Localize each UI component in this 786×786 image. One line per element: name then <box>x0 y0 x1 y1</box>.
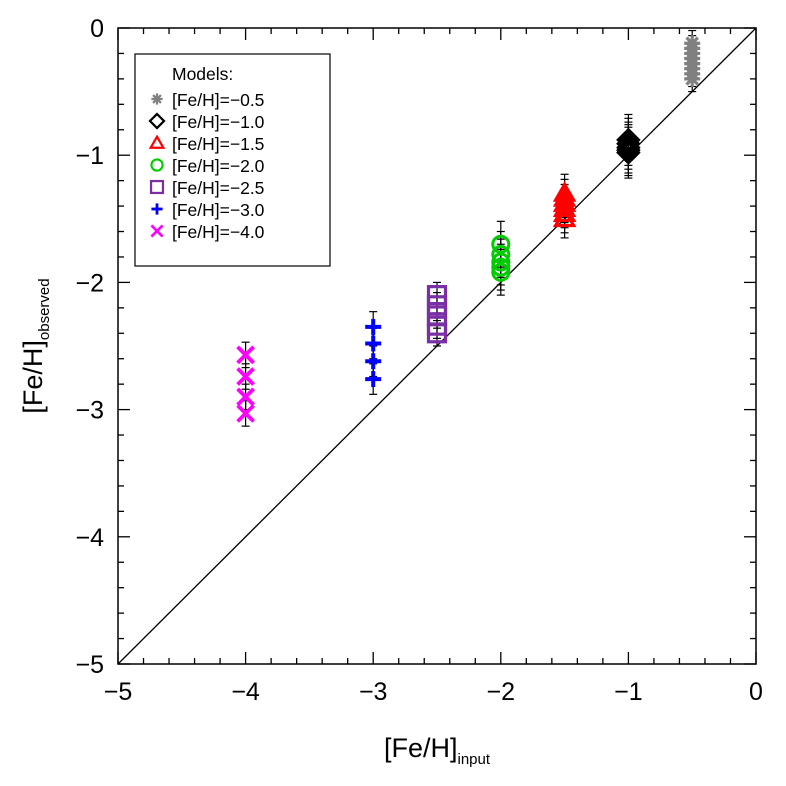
y-tick-label: −3 <box>75 397 104 425</box>
legend-item-label: [Fe/H]=−1.0 <box>172 112 265 132</box>
x-axis-label: [Fe/H]input <box>384 733 491 768</box>
y-tick-label: −5 <box>75 651 104 679</box>
data-point <box>552 196 577 217</box>
legend-item-label: [Fe/H]=−2.0 <box>172 156 265 176</box>
data-point <box>236 404 255 423</box>
data-point <box>552 201 577 223</box>
y-tick-label: 0 <box>90 15 104 43</box>
data-point <box>236 345 255 365</box>
y-tick-label: −4 <box>75 524 104 552</box>
data-point <box>148 112 166 130</box>
x-tick-label: −3 <box>359 678 388 706</box>
legend-item: [Fe/H]=−3.0 <box>151 200 265 220</box>
data-point <box>236 367 255 386</box>
data-point <box>365 335 382 352</box>
x-tick-label: 0 <box>749 678 763 706</box>
data-point <box>616 127 641 153</box>
data-point <box>616 137 641 163</box>
legend-item: [Fe/H]=−2.5 <box>149 178 264 198</box>
plot-frame <box>117 27 757 665</box>
data-point <box>365 353 382 370</box>
data-point <box>616 131 641 157</box>
legend-item-label: [Fe/H]=−1.5 <box>172 134 264 154</box>
legend-item-label: [Fe/H]=−2.5 <box>172 178 264 198</box>
y-axis-label-sub: observed <box>36 278 53 340</box>
x-tick-label: −5 <box>104 678 133 706</box>
data-markers <box>236 35 701 423</box>
data-point <box>151 203 163 215</box>
data-point <box>150 158 164 172</box>
y-tick-label: −2 <box>75 269 104 297</box>
legend-item-label: [Fe/H]=−4.0 <box>172 222 265 242</box>
y-axis-label: [Fe/H]observed <box>18 278 53 413</box>
data-point <box>491 262 511 282</box>
data-point <box>552 206 577 228</box>
data-point <box>365 371 382 388</box>
data-point <box>426 295 448 316</box>
data-point <box>491 244 511 264</box>
data-point <box>365 318 382 335</box>
legend-item: [Fe/H]=−2.0 <box>150 156 265 176</box>
x-axis-label-sub: input <box>457 751 490 768</box>
data-point <box>616 135 641 160</box>
x-tick-label: −1 <box>614 678 643 706</box>
legend-item-label: [Fe/H]=−0.5 <box>172 90 264 110</box>
x-tick-label: −4 <box>231 678 260 706</box>
legend-item: [Fe/H]=−1.0 <box>148 112 265 132</box>
legend-title: Models: <box>172 64 233 84</box>
legend-item: [Fe/H]=−4.0 <box>150 222 265 242</box>
tick-labels: −5 −4 −3 −2 −1 0 −5 −4 −3 −2 −1 0 <box>75 15 762 706</box>
data-point <box>491 234 511 254</box>
legend-box <box>134 53 331 267</box>
data-point <box>684 70 701 87</box>
legend-item-label: [Fe/H]=−3.0 <box>172 200 265 220</box>
x-tick-label: −2 <box>487 678 516 706</box>
data-point <box>236 387 255 407</box>
data-point <box>426 285 448 306</box>
data-point <box>426 323 448 344</box>
legend-item: [Fe/H]=−1.5 <box>148 134 264 154</box>
data-point <box>149 179 165 195</box>
data-point <box>151 93 163 105</box>
data-point <box>616 140 641 165</box>
data-point <box>148 134 166 149</box>
data-point <box>150 224 164 238</box>
error-bar <box>496 248 505 296</box>
x-axis-label-main: [Fe/H] <box>384 733 458 763</box>
y-tick-label: −1 <box>75 142 104 170</box>
y-axis-label-main: [Fe/H] <box>18 340 48 414</box>
legend-item: [Fe/H]=−0.5 <box>151 90 264 110</box>
legend: Models: [Fe/H]=−0.5[Fe/H]=−1.0[Fe/H]=−1.… <box>134 53 331 267</box>
